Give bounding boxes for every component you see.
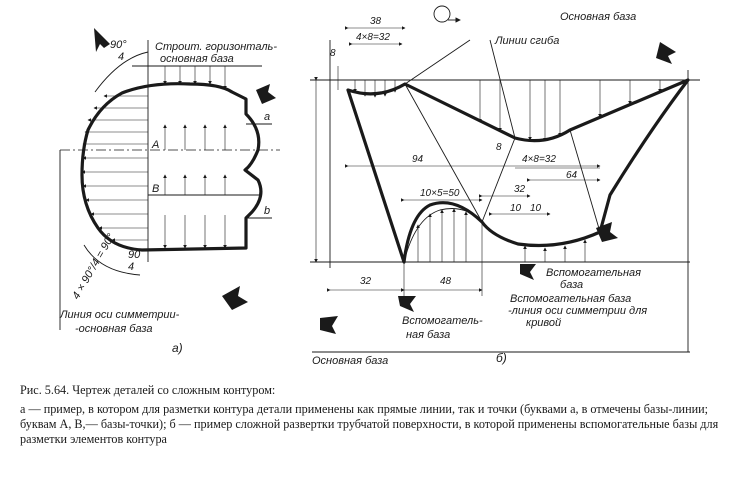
angle-top-divisor: 4: [118, 51, 124, 63]
line-a-label: a: [264, 111, 270, 123]
bend-lines-label: Линии сгиба: [494, 35, 559, 47]
inner-curve-arrows: [416, 208, 587, 262]
bend-lines: [347, 39, 601, 263]
top-angle-arc: [94, 51, 149, 93]
aux-base-right2-label-2: -линия оси симметрии для: [508, 305, 647, 317]
rotation-symbol-icon: [433, 5, 451, 23]
aux-base-right-label-1: Вспомогательная: [546, 267, 641, 279]
horizontal-base-label-1: Строит. горизонталь-: [155, 41, 277, 53]
dim-38-label: 38: [370, 16, 382, 27]
aux-base-left-label-1: Вспомогатель-: [402, 315, 483, 327]
dim-10b-label: 10: [530, 203, 542, 214]
aux-base-left-label-2: ная база: [406, 329, 450, 341]
aux-base-right2-label-1: Вспомогательная база: [510, 293, 631, 305]
symmetry-axis-label-1: Линия оси симметрии-: [59, 309, 180, 321]
figure-a: 90° 4 Строит. горизонталь- основная база…: [59, 28, 280, 355]
angle-top-label: 90°: [110, 39, 127, 51]
aux-base-right-label-2: база: [560, 279, 583, 291]
angle-bottom-divisor: 4: [128, 261, 134, 273]
development-contour: [346, 78, 690, 264]
panel-b-label: б): [496, 351, 507, 365]
aux-base-right2-label-3: кривой: [526, 317, 561, 329]
dim-48-label: 48: [440, 276, 452, 287]
main-base-top-label: Основная база: [560, 11, 636, 23]
top-dimension-arrows: [353, 80, 662, 142]
line-b-label: b: [264, 205, 270, 217]
main-base-bottom-label: Основная база: [312, 355, 388, 367]
base-marker-aux-right: [520, 264, 536, 280]
angle-sum-label: 4 × 90°/4 = 90°: [70, 231, 118, 301]
left-height-arrows: [314, 66, 339, 263]
base-marker-aux-left: [398, 296, 416, 312]
caption-title: Рис. 5.64. Чертеж деталей со сложным кон…: [20, 383, 276, 397]
figure-b: 38 4×8=32 8 Линии сгиба Основная база 8 …: [310, 5, 700, 367]
part-a-contour: [80, 82, 263, 252]
dim-64-label: 64: [566, 170, 578, 181]
dim-8-mid-label: 8: [496, 142, 502, 153]
base-marker-bottom: [222, 286, 248, 310]
dim-94-label: 94: [412, 154, 424, 165]
dim-10a-label: 10: [510, 203, 522, 214]
base-marker-bottom-left: [320, 316, 338, 334]
base-marker-top-right: [256, 84, 276, 104]
horizontal-base-label-2: основная база: [160, 53, 234, 65]
base-marker-top-right: [656, 42, 676, 64]
symmetry-axis-label-2: -основная база: [75, 323, 152, 335]
dim-mid-4x8-label: 4×8=32: [522, 154, 556, 165]
dim-10x5-label: 10×5=50: [420, 188, 460, 199]
dim-32-mid-label: 32: [514, 184, 526, 195]
figure-caption: Рис. 5.64. Чертеж деталей со сложным кон…: [20, 383, 725, 447]
point-A-label: A: [151, 139, 159, 151]
technical-drawing: 90° 4 Строит. горизонталь- основная база…: [59, 5, 700, 367]
angle-bottom-label: 90: [128, 249, 141, 261]
dim-32-bottom-label: 32: [360, 276, 372, 287]
bottom-angle-arc: [83, 244, 141, 276]
dim-8-left-label: 8: [330, 48, 336, 59]
point-B-label: B: [152, 183, 159, 195]
dim-top-4x8-label: 4×8=32: [356, 32, 390, 43]
base-marker-top-left: [94, 28, 110, 52]
panel-a-label: а): [172, 341, 183, 355]
radial-dimension-arrows: [81, 66, 227, 249]
caption-body: а — пример, в котором для разметки конту…: [20, 402, 719, 446]
base-marker-right-curve: [596, 222, 618, 242]
inner-curve: [403, 208, 483, 263]
